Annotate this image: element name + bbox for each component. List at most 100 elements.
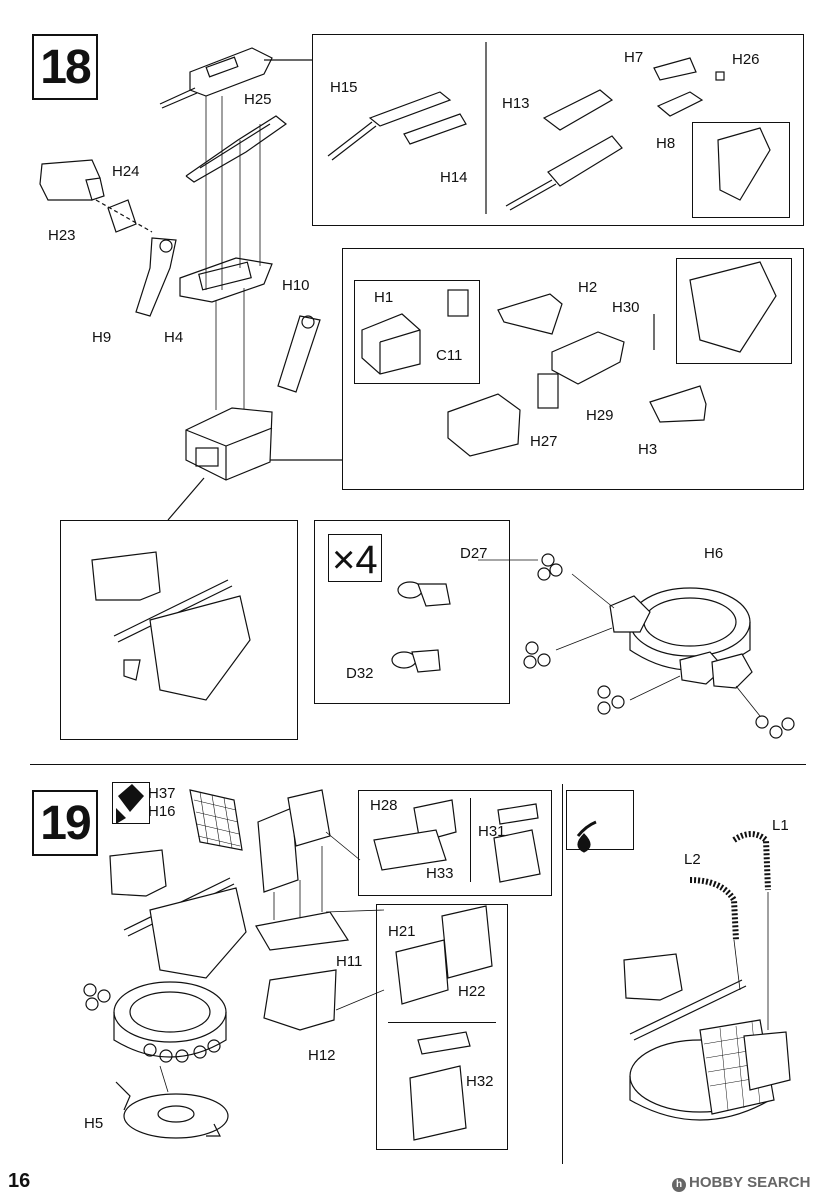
label-d32: D32 [346,665,374,682]
label-h3: H3 [638,441,658,458]
label-h33: H33 [426,865,454,882]
inset-divider-2 [388,1022,496,1023]
label-h2: H2 [578,279,598,296]
label-h9: H9 [92,329,112,346]
inset-h21-h32 [376,904,508,1150]
cement-icon [116,784,144,824]
label-h5: H5 [84,1115,104,1132]
part-h7 [653,57,697,81]
step-number-18-text: 18 [40,40,91,94]
part-h31 [497,803,539,825]
label-h23: H23 [48,227,76,244]
part-h15 [327,91,452,161]
part-h8 [656,91,704,117]
label-h32: H32 [466,1073,494,1090]
label-h22: H22 [458,983,486,1000]
part-h14 [403,113,467,145]
mount-base [185,407,273,481]
label-h1: H1 [374,289,394,306]
label-h6: H6 [704,545,724,562]
label-h27: H27 [530,433,558,450]
page-number: 16 [8,1170,31,1192]
label-h13: H13 [502,95,530,112]
label-h15: H15 [330,79,358,96]
label-h10: H10 [282,277,310,294]
part-h33 [373,829,447,871]
part-h6 [609,587,753,689]
inset-h28-h31 [358,790,552,896]
part-h25 [185,115,288,183]
part-h22 [441,905,493,979]
smoke-launchers-19 [83,983,221,1063]
paint-instruction-box [566,790,634,850]
inset-mount-parts [342,248,804,490]
finished-assembly-19 [623,953,791,1121]
x4-box [328,534,382,582]
label-h26: H26 [732,51,760,68]
part-h24 [107,199,137,233]
label-l2: L2 [684,851,701,868]
inset-assembled-18 [60,520,298,740]
label-h12: H12 [308,1047,336,1064]
part-h2 [497,293,563,335]
label-h28: H28 [370,797,398,814]
label-d27: D27 [460,545,488,562]
part-h9 [135,237,177,317]
step-divider [30,764,806,765]
inset-h26-detail [692,122,790,218]
turret-ring-19 [113,981,227,1058]
label-c11: C11 [436,347,463,364]
watermark-text: HOBBY SEARCH [689,1174,811,1191]
step-number-19: 19 [32,790,98,856]
step-number-19-text: 19 [40,796,91,850]
part-c11 [447,289,469,317]
label-h11: H11 [336,953,363,970]
part-h4 [179,257,273,303]
part-h26 [715,71,725,81]
part-h13 [542,89,614,131]
label-h8: H8 [656,135,676,152]
label-h21: H21 [388,923,416,940]
inset-gun-parts [312,34,804,226]
label-h4: H4 [164,329,184,346]
part-h27 [537,373,559,409]
part-h5 [115,1081,229,1139]
gun-receiver-top [159,47,312,109]
part-h23 [39,159,105,201]
part-h10 [277,315,321,393]
watermark-logo-icon: h [672,1178,686,1192]
label-h30: H30 [612,299,640,316]
paint-drop-icon [576,820,597,853]
inset-h30-detail [676,258,792,364]
part-h12 [263,969,337,1031]
assembled-gun-18 [91,551,251,701]
label-l1: L1 [772,817,789,834]
inset-divider [470,798,471,882]
part-h32 [417,1031,471,1055]
cement-instruction-box [112,782,150,824]
label-h29: H29 [586,407,614,424]
label-h25: H25 [244,91,272,108]
label-h24: H24 [112,163,140,180]
label-h7: H7 [624,49,644,66]
part-h1 [361,313,421,375]
label-h16: H16 [148,803,176,820]
step-number-18: 18 [32,34,98,100]
part-h3 [649,385,707,423]
inset-launcher-x4 [314,520,510,704]
inset-h1-c11 [354,280,480,384]
label-h31: H31 [478,823,506,840]
step19-vertical-divider [562,784,563,1164]
part-l1 [732,831,771,891]
part-h29 [551,331,625,385]
part-h11 [255,911,350,951]
label-x4: ×4 [332,538,378,582]
label-h14: H14 [440,169,468,186]
part-h16-mesh [189,789,243,851]
part-h21 [395,939,449,1005]
assembled-gun-19 [109,849,247,979]
smoke-launchers-18 [523,553,795,739]
part-l2 [689,877,739,941]
